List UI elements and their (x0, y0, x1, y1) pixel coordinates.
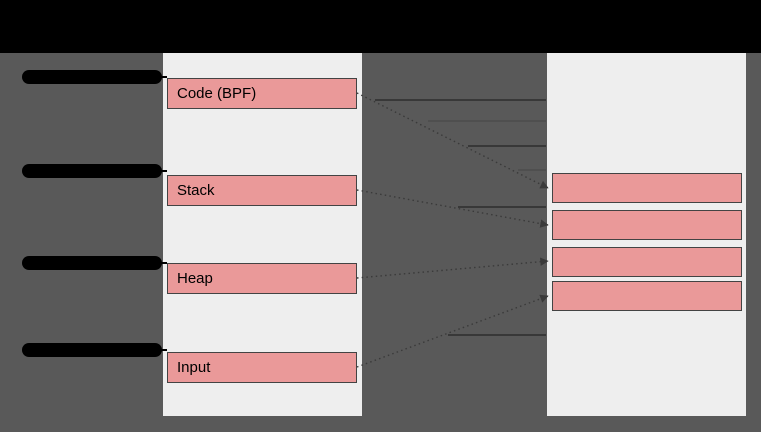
memory-segment-1 (552, 173, 742, 203)
memory-box-heap: Heap (167, 263, 357, 294)
redacted-bullet-bar (22, 70, 162, 84)
memory-segment-3 (552, 247, 742, 277)
bullet-leader-line (130, 76, 167, 78)
connector-input-to-segment4 (356, 294, 549, 368)
memory-box-code: Code (BPF) (167, 78, 357, 109)
memory-box-stack-label: Stack (177, 182, 215, 199)
memory-segment-4 (552, 281, 742, 311)
redacted-bullet-bar (22, 164, 162, 178)
bullet-leader-line (130, 349, 167, 351)
connector-heap-to-segment3 (356, 257, 549, 279)
connector-stack-to-segment2 (356, 189, 549, 228)
connector-code-to-segment1 (356, 92, 549, 189)
memory-segment-2 (552, 210, 742, 240)
redacted-title-bar (0, 0, 761, 53)
memory-box-input: Input (167, 352, 357, 383)
bullet-leader-line (130, 262, 167, 264)
redacted-bullet-bar (22, 343, 162, 357)
memory-box-input-label: Input (177, 359, 211, 376)
redacted-bullet-bar (22, 256, 162, 270)
memory-box-stack: Stack (167, 175, 357, 206)
bullet-leader-line (130, 170, 167, 172)
memory-box-heap-label: Heap (177, 270, 213, 287)
memory-box-code-label: Code (BPF) (177, 85, 257, 102)
